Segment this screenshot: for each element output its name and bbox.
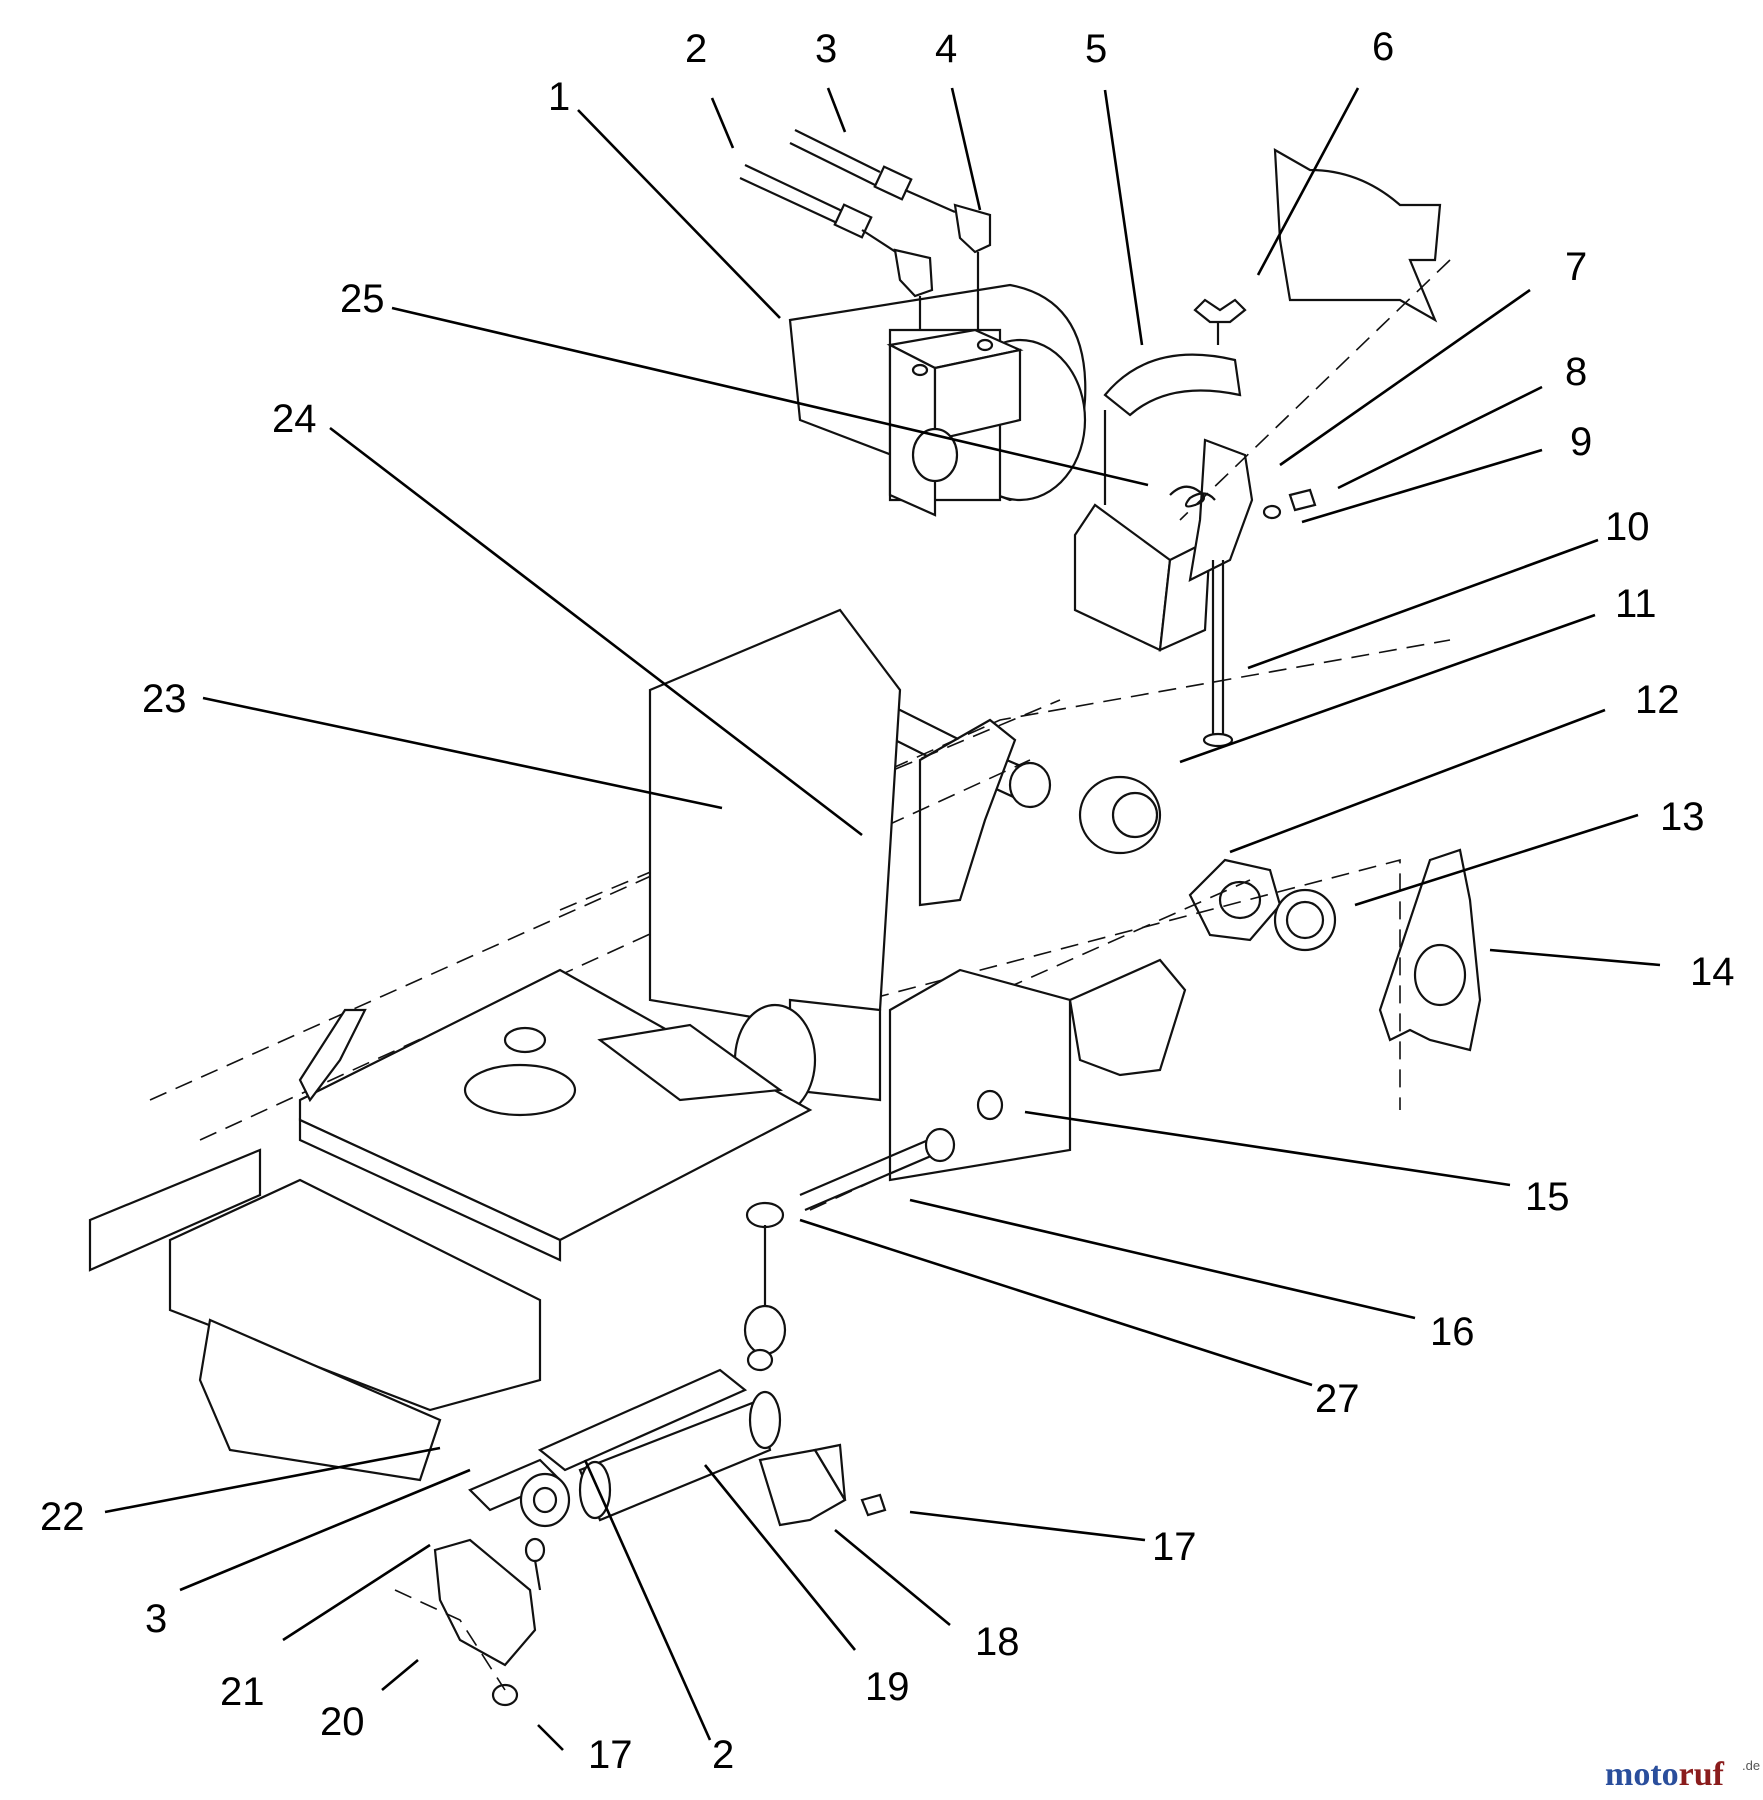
leader-7 — [1279, 288, 1531, 467]
leader-20 — [381, 1659, 419, 1691]
leader-25 — [391, 306, 1149, 487]
callout-2: 2 — [685, 27, 707, 71]
callout-2-lower: 2 — [712, 1733, 734, 1777]
leader-10 — [1247, 538, 1599, 670]
main-frame — [88, 608, 1451, 1482]
watermark-part-1: moto — [1605, 1756, 1679, 1793]
leader-23 — [202, 696, 723, 810]
leader-13 — [1354, 813, 1639, 907]
callout-8: 8 — [1565, 350, 1587, 394]
leader-16 — [909, 1198, 1416, 1320]
leader-22 — [104, 1446, 441, 1514]
callout-3: 3 — [815, 27, 837, 71]
hydraulic-pump-assembly — [788, 283, 1087, 517]
watermark-logo: motoruf .de — [1605, 1756, 1760, 1793]
leader-18 — [834, 1528, 951, 1627]
callout-15: 15 — [1525, 1175, 1570, 1219]
leader-3a — [826, 87, 847, 133]
leader-1 — [577, 109, 781, 319]
mount-bracket-assembly — [1073, 148, 1451, 748]
leader-2b — [583, 1459, 712, 1741]
leader-8 — [1337, 385, 1543, 490]
callout-7: 7 — [1565, 245, 1587, 289]
callout-3-lower: 3 — [145, 1597, 167, 1641]
callout-18: 18 — [975, 1620, 1020, 1664]
callout-9: 9 — [1570, 420, 1592, 464]
callout-11: 11 — [1615, 582, 1657, 626]
leader-lines — [104, 87, 1661, 1751]
watermark-part-2: ruf — [1679, 1756, 1725, 1793]
callout-13: 13 — [1660, 795, 1705, 839]
leader-6 — [1256, 87, 1360, 276]
leader-2a — [710, 97, 735, 149]
callout-17: 17 — [1152, 1525, 1197, 1569]
leader-14 — [1489, 948, 1661, 967]
watermark-suffix: .de — [1742, 1758, 1760, 1773]
callout-10: 10 — [1605, 505, 1650, 549]
leader-11 — [1179, 613, 1596, 764]
leader-17a — [909, 1510, 1146, 1542]
leader-12 — [1229, 708, 1606, 854]
callout-22: 22 — [40, 1495, 85, 1539]
leader-4 — [950, 87, 982, 211]
callout-6: 6 — [1372, 25, 1394, 69]
callout-25: 25 — [340, 277, 385, 321]
leader-17b — [537, 1724, 564, 1751]
callout-24: 24 — [272, 397, 317, 441]
hose-fittings — [739, 129, 992, 330]
leader-19 — [703, 1464, 857, 1651]
callout-27: 27 — [1315, 1377, 1360, 1421]
callout-21: 21 — [220, 1670, 265, 1714]
lower-cylinder-assembly — [394, 1089, 1004, 1707]
callout-12: 12 — [1635, 678, 1680, 722]
callout-1: 1 — [548, 75, 570, 119]
callout-20: 20 — [320, 1700, 365, 1744]
callout-14: 14 — [1690, 950, 1735, 994]
callout-17-lower: 17 — [588, 1733, 633, 1777]
callout-19: 19 — [865, 1665, 910, 1709]
callout-labels: 1 2 3 4 5 6 7 8 9 10 11 12 13 14 15 16 2… — [40, 25, 1735, 1777]
svg-text:motoruf: motoruf — [1605, 1756, 1725, 1793]
callout-16: 16 — [1430, 1310, 1475, 1354]
leader-21 — [282, 1543, 431, 1642]
leader-27 — [799, 1218, 1313, 1387]
leader-9 — [1301, 448, 1543, 524]
callout-4: 4 — [935, 27, 957, 71]
leader-3b — [179, 1468, 471, 1592]
callout-5: 5 — [1085, 27, 1107, 71]
callout-23: 23 — [142, 677, 187, 721]
leader-5 — [1103, 89, 1144, 346]
leader-24 — [329, 426, 863, 837]
leader-15 — [1024, 1110, 1511, 1187]
